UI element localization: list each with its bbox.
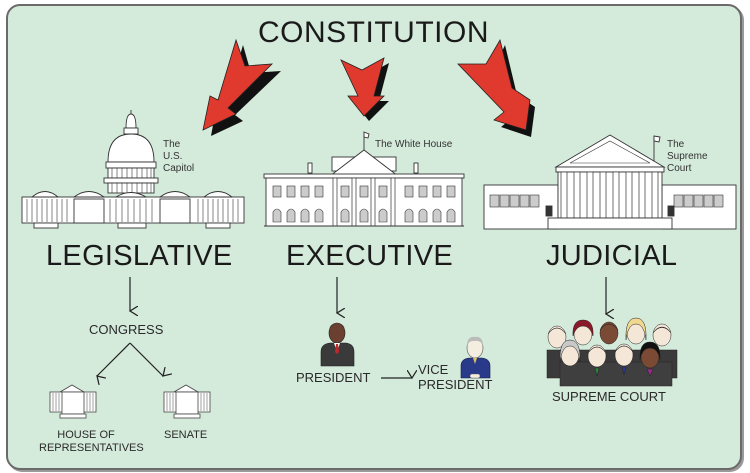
vice-president-label-line: PRESIDENT	[418, 377, 493, 392]
vice-president-label: VICE PRESIDENT	[418, 362, 492, 392]
white-house-icon	[263, 131, 465, 227]
capitol-label-line: Capitol	[163, 163, 195, 174]
supreme-court-label: SUPREME COURT	[552, 389, 666, 404]
supreme-court-label-line: Supreme	[667, 151, 708, 162]
judicial-heading: JUDICIAL	[546, 240, 678, 272]
arrow-to-legislative-icon	[202, 38, 281, 136]
white-house-label: The White House	[375, 139, 453, 150]
congress-label: CONGRESS	[89, 322, 164, 337]
house-label-line: REPRESENTATIVES	[39, 442, 144, 454]
vice-president-label-line: VICE	[418, 362, 449, 377]
arrow-to-judicial-icon	[457, 38, 535, 137]
supreme-court-label-line: Court	[667, 163, 692, 174]
capitol-label-line: The	[163, 139, 181, 150]
supreme-court-building-icon	[483, 134, 737, 230]
capitol-label: The U.S. Capitol	[163, 139, 194, 175]
vice-president-figure-icon	[460, 336, 491, 379]
supreme-court-justices-icon	[546, 317, 678, 387]
diagram-title: CONSTITUTION	[258, 16, 489, 49]
arrow-to-house-icon	[97, 342, 131, 376]
house-chamber-icon	[49, 384, 97, 419]
house-label-line: HOUSE OF	[57, 429, 115, 441]
arrow-to-executive-icon	[340, 57, 389, 121]
executive-heading: EXECUTIVE	[286, 240, 454, 272]
capitol-label-line: U.S.	[163, 151, 183, 162]
president-figure-icon	[320, 322, 355, 367]
supreme-court-building-label: The Supreme Court	[667, 139, 708, 175]
house-label: HOUSE OF REPRESENTATIVES	[39, 429, 144, 455]
arrow-to-senate-icon	[129, 342, 163, 376]
senate-label: SENATE	[164, 429, 208, 441]
capitol-building-icon	[21, 110, 245, 229]
senate-chamber-icon	[163, 384, 211, 419]
president-label: PRESIDENT	[296, 370, 371, 385]
legislative-heading: LEGISLATIVE	[46, 240, 233, 272]
supreme-court-label-line: The	[667, 139, 685, 150]
